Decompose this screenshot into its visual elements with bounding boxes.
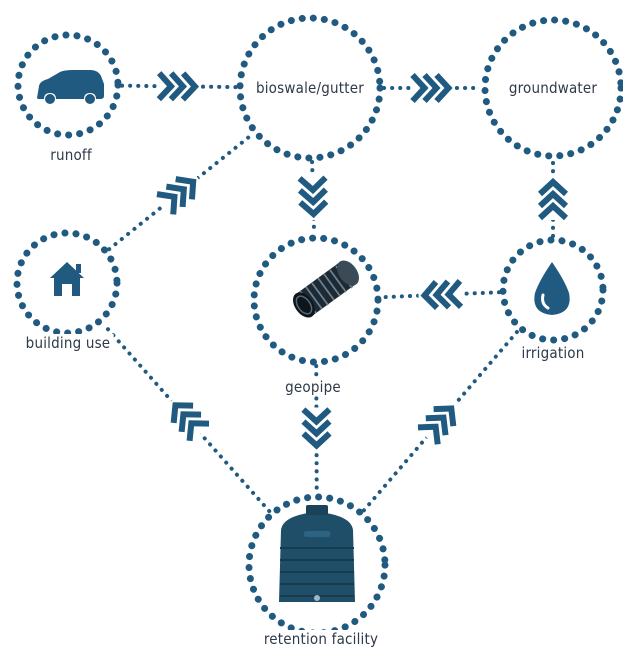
arrow-irrigation-to-groundwater xyxy=(537,176,569,220)
node-label-building: building use xyxy=(23,334,114,352)
node-label-groundwater: groundwater xyxy=(506,79,600,97)
arrow-bioswale-to-geopipe xyxy=(296,176,329,221)
node-label-bioswale: bioswale/gutter xyxy=(253,79,367,97)
node-label-runoff: runoff xyxy=(47,146,95,164)
arrow-irrigation-to-geopipe xyxy=(418,278,463,312)
arrow-building-to-bioswale xyxy=(154,166,208,218)
node-label-retention: retention facility xyxy=(261,630,381,648)
node-label-geopipe: geopipe xyxy=(282,378,344,396)
arrow-bioswale-to-groundwater xyxy=(411,72,455,104)
water-tank-icon xyxy=(279,505,355,602)
arrow-geopipe-to-retention xyxy=(300,407,332,451)
node-label-irrigation: irrigation xyxy=(518,344,587,362)
arrow-retention-to-irrigation xyxy=(414,394,467,448)
arrow-runoff-to-bioswale xyxy=(157,70,201,103)
arrow-retention-to-building xyxy=(159,390,212,444)
